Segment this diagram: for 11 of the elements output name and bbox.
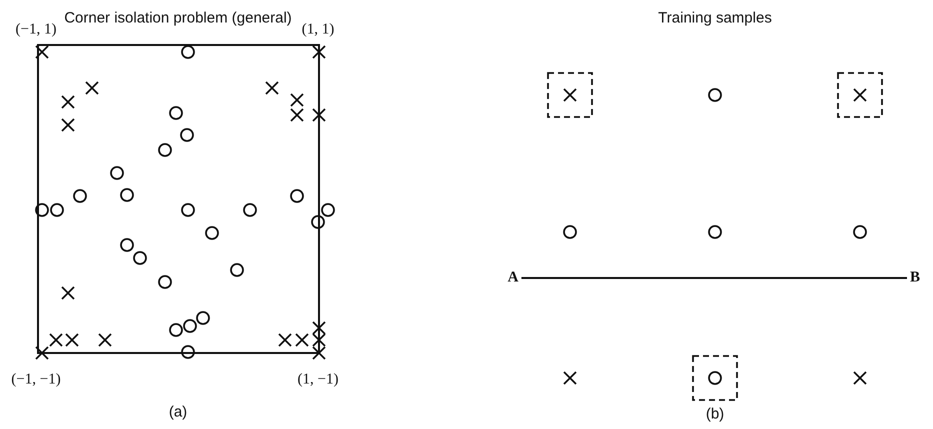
- panel-title: Training samples: [658, 10, 772, 26]
- coordinate-label: (−1, −1): [11, 372, 61, 388]
- coordinate-label: (1, −1): [298, 372, 338, 388]
- coordinate-label: (1, 1): [302, 22, 334, 38]
- panel-label: (b): [706, 406, 724, 422]
- coordinate-label: (−1, 1): [16, 22, 56, 38]
- endpoint-label: A: [508, 270, 518, 286]
- panel-label: (a): [168, 404, 188, 420]
- panel-title: Corner isolation problem (general): [64, 10, 292, 26]
- endpoint-label: B: [910, 270, 920, 286]
- separating-line: [521, 277, 907, 279]
